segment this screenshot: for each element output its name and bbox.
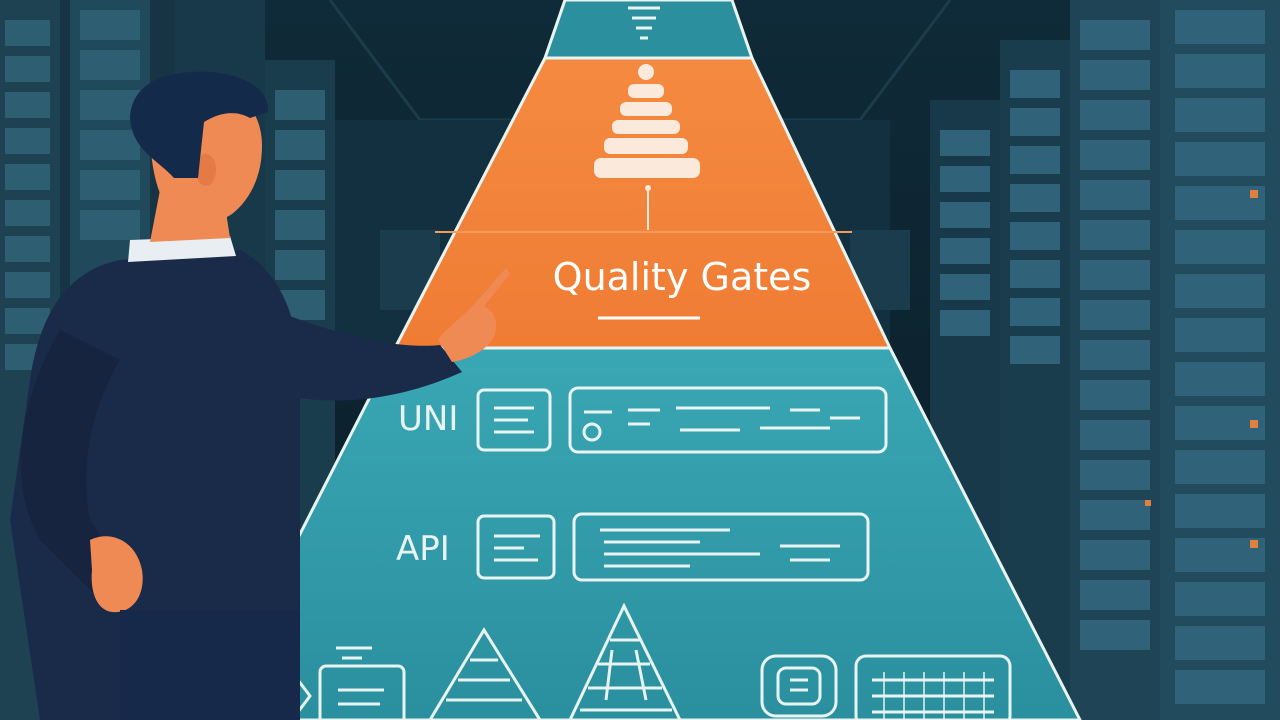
progress-bar-icon [568,386,888,454]
pyramid [203,0,1082,720]
code-doc-icon [476,514,556,580]
left-edge-arrow-icon [296,679,312,713]
quality-gates-label: Quality Gates [553,255,812,299]
uni-label: UNI [398,399,458,439]
man-figure [10,71,510,720]
api-label: API [396,529,450,569]
grid-panel-icon [854,654,1012,720]
trophy-stack-icon [594,64,700,178]
mini-pyramid-grid-icon [568,602,682,720]
document-icon [476,388,552,452]
list-panel-icon [572,512,870,582]
gear-badge-icon [760,654,838,718]
top-trophy-icon [628,6,660,40]
right-server-racks [930,0,1280,720]
bottom-document-icon [318,646,406,720]
mini-pyramid-icon [428,627,542,720]
